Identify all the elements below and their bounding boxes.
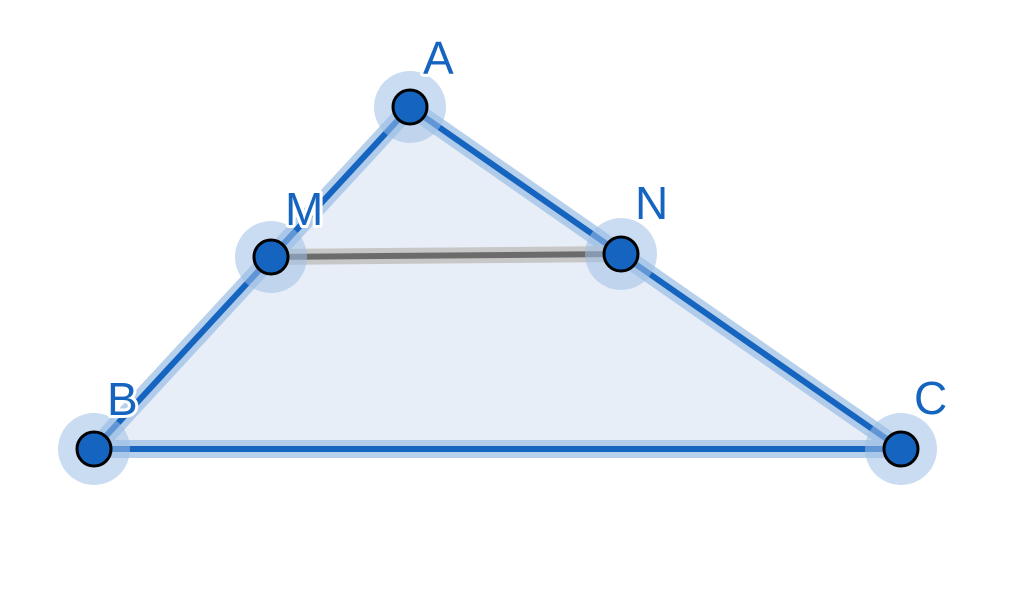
point-a-label: A [423, 32, 454, 84]
point-m-marker[interactable] [252, 238, 290, 276]
point-c-label: C [914, 372, 947, 424]
triangle-abc-fill [94, 107, 901, 449]
point-c-marker[interactable] [882, 430, 920, 468]
point-b[interactable] [58, 413, 130, 485]
point-b-marker[interactable] [75, 430, 113, 468]
point-m[interactable] [235, 221, 307, 293]
point-n[interactable] [585, 218, 657, 290]
point-n-label: N [635, 177, 668, 229]
point-a[interactable] [374, 71, 446, 143]
point-c[interactable] [865, 413, 937, 485]
point-b-label: B [107, 373, 138, 425]
segment-mn [268, 251, 624, 260]
point-m-label: M [285, 183, 323, 235]
point-a-marker[interactable] [391, 88, 429, 126]
point-n-marker[interactable] [602, 235, 640, 273]
